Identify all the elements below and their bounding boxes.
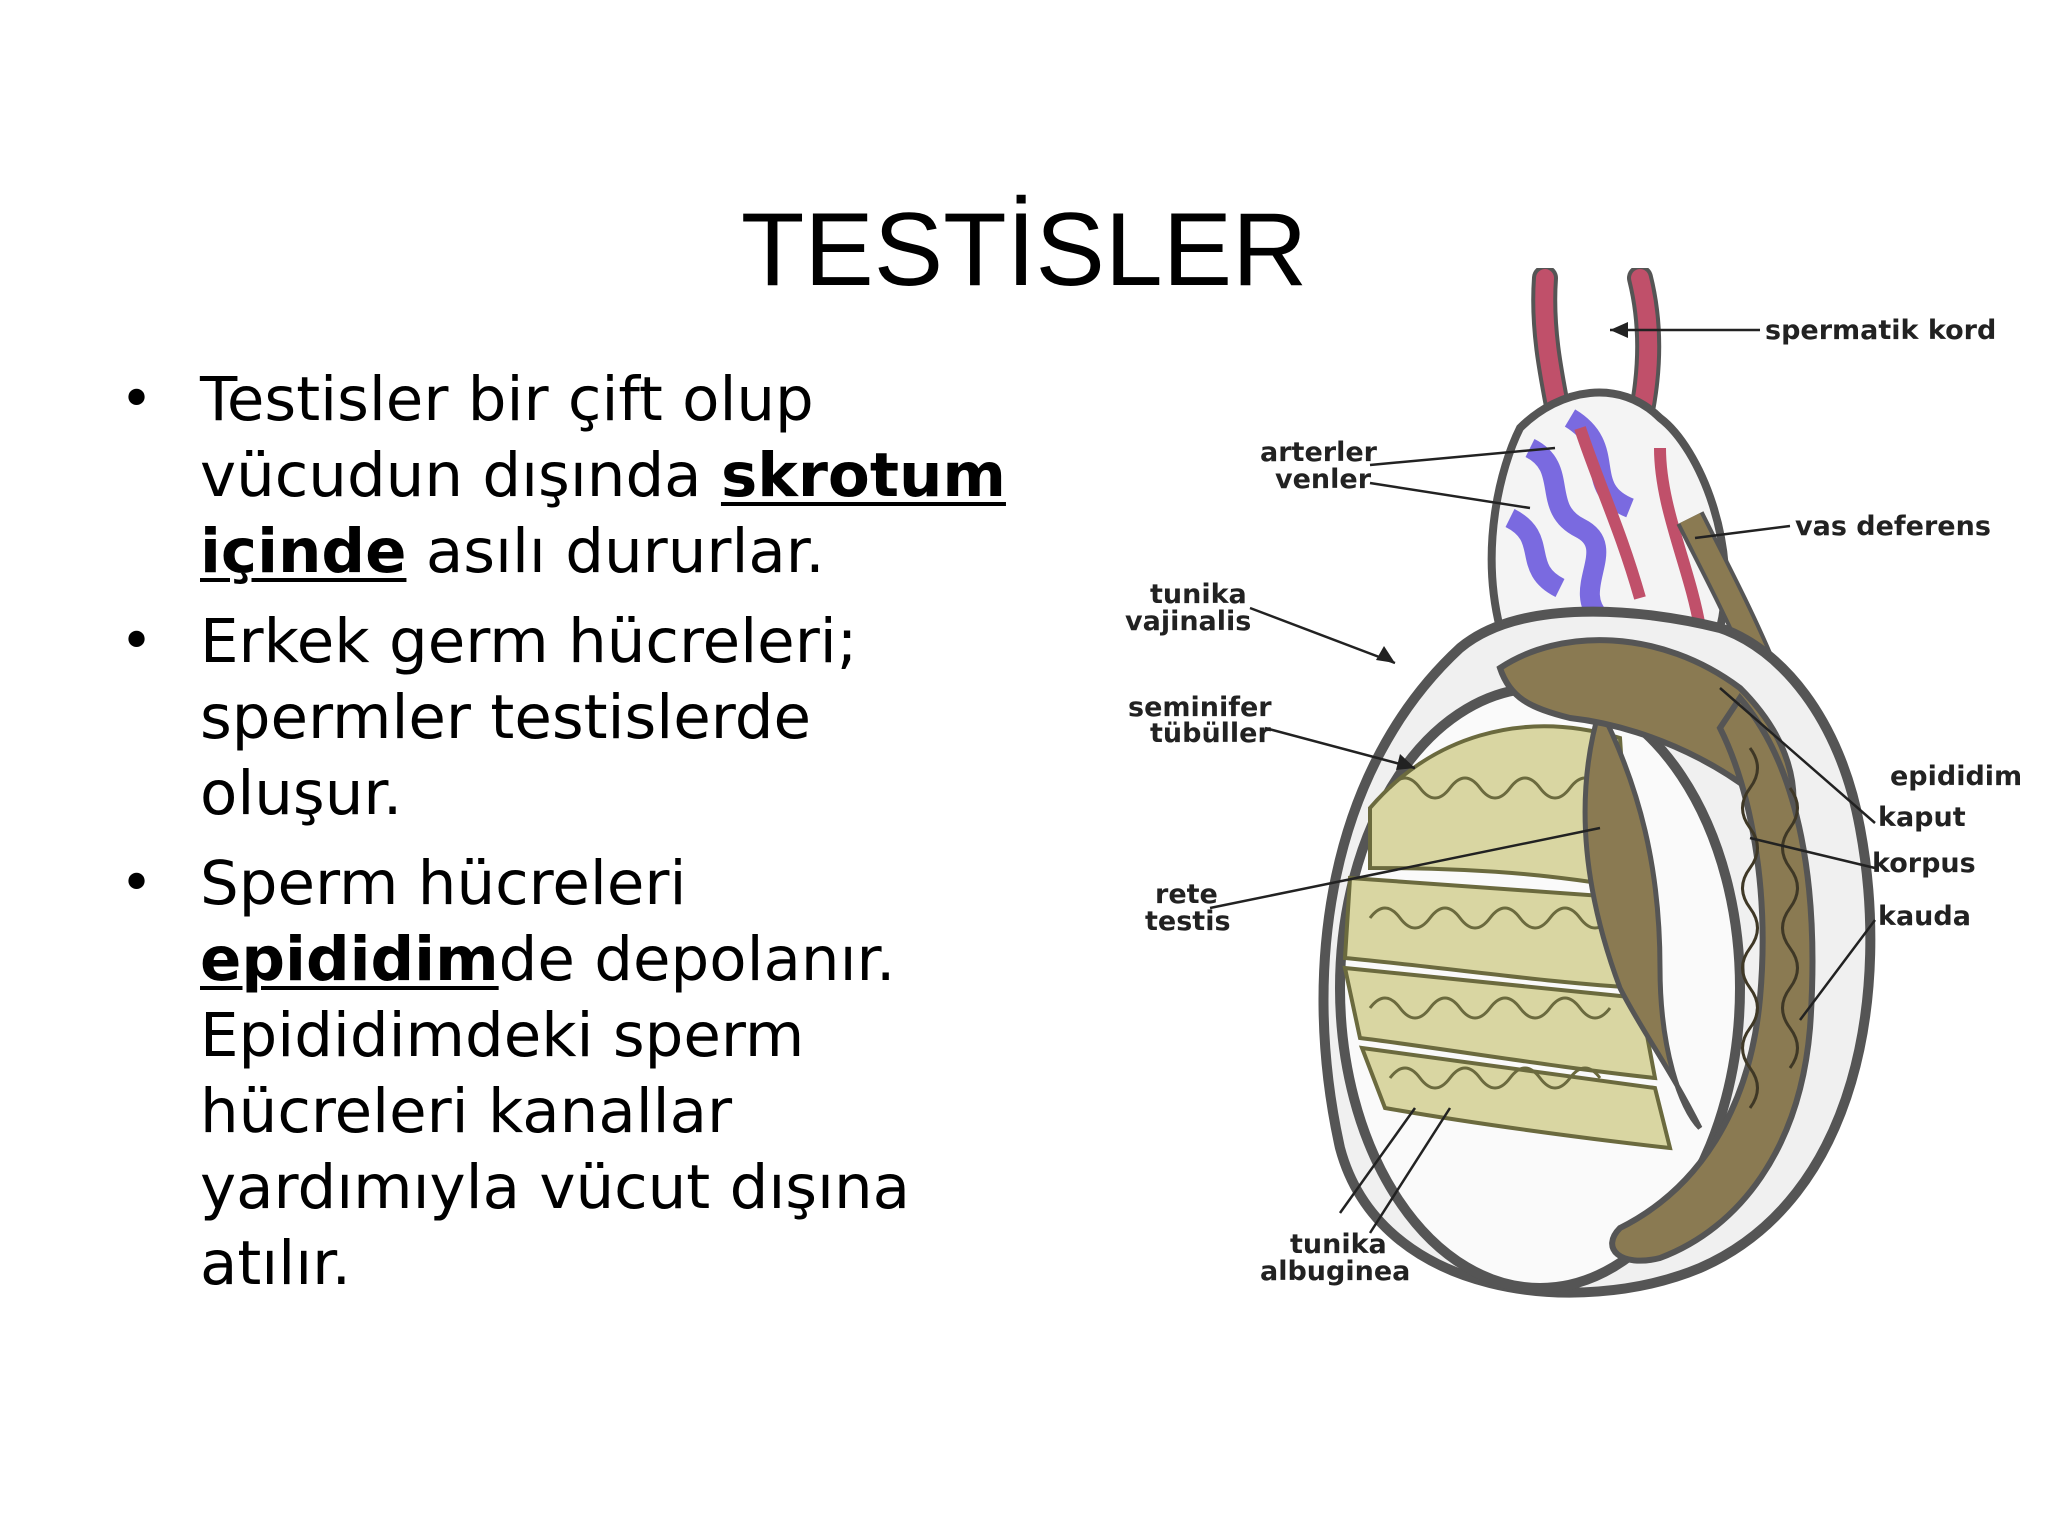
label-vas-deferens: vas deferens: [1795, 511, 1991, 542]
bullet-dot-icon: •: [120, 609, 154, 674]
label-testis: testis: [1145, 906, 1231, 937]
arteries-in-cord: [1574, 426, 1706, 629]
bullet-3-text-end: de depolanır. Epididimdeki sperm hücrele…: [200, 924, 911, 1299]
label-rete: rete: [1155, 879, 1218, 910]
bullet-item-1: • Testisler bir çift olup vücudun dışınd…: [120, 362, 1020, 590]
bullet-item-3: • Sperm hücreleri epididimde depolanır. …: [120, 846, 1020, 1302]
leader-lines: [1209, 328, 1876, 1234]
label-arterler: arterler: [1260, 437, 1378, 468]
leader-arrowheads: [1376, 322, 1628, 770]
tubule-squiggles: [1368, 776, 1612, 1090]
bullet-3-emphasis: epididim: [200, 924, 499, 995]
label-tunika-albuginea-1: tunika: [1290, 1229, 1387, 1260]
bullet-dot-icon: •: [120, 851, 154, 916]
label-tunika-vajinalis-2: vajinalis: [1125, 606, 1251, 637]
testis-anatomy-diagram: spermatik kord arterler venler vas defer…: [1125, 268, 2022, 1298]
label-venler: venler: [1275, 464, 1372, 495]
label-tunika-vajinalis-1: tunika: [1150, 579, 1247, 610]
bullet-1-text-end: asılı dururlar.: [406, 516, 825, 587]
bullet-1-text: Testisler bir çift olup vücudun dışında: [200, 364, 814, 511]
label-seminifer: seminifer: [1128, 692, 1272, 723]
bullet-2-text: Erkek germ hücreleri; spermler testisler…: [200, 606, 858, 829]
label-tubuller: tübüller: [1150, 718, 1271, 749]
bullet-1-emphasis: skrotum içinde: [200, 440, 1006, 587]
label-spermatik-kord: spermatik kord: [1765, 315, 1996, 346]
bullet-3-text: Sperm hücreleri: [200, 848, 687, 919]
label-korpus: korpus: [1872, 848, 1976, 879]
bullet-dot-icon: •: [120, 367, 154, 432]
slide-title: TESTİSLER: [740, 191, 1308, 308]
epididymis-coils: [1741, 747, 1799, 1109]
label-tunika-albuginea-2: albuginea: [1260, 1256, 1410, 1287]
label-kauda: kauda: [1878, 901, 1971, 932]
bullet-item-2: • Erkek germ hücreleri; spermler testisl…: [120, 604, 1020, 832]
label-epididim: epididim: [1890, 761, 2022, 792]
label-kaput: kaput: [1878, 802, 1966, 833]
bullet-list: • Testisler bir çift olup vücudun dışınd…: [120, 362, 1020, 1316]
epididymis-body: [1609, 693, 1816, 1264]
rete-testis: [1582, 701, 1703, 1130]
